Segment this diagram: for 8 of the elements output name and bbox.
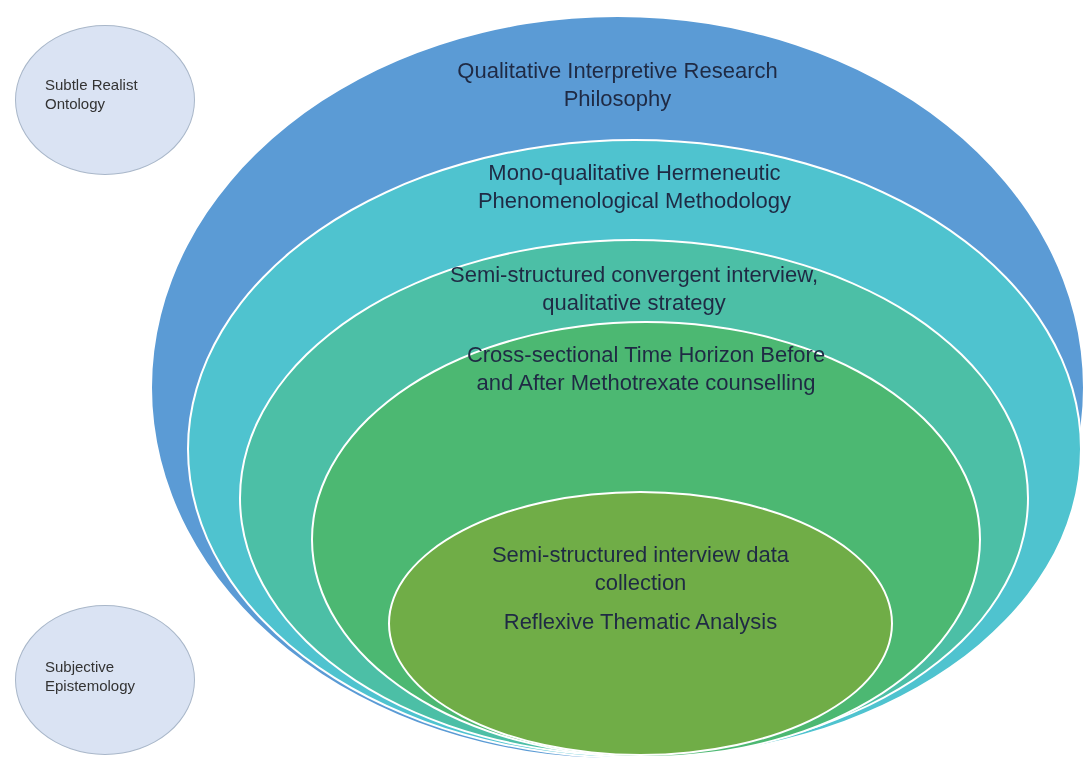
layer-title: Qualitative Interpretive Research Philosophy [456, 57, 779, 112]
layer-subtitle: Reflexive Thematic Analysis [502, 608, 779, 636]
layer-title: Semi-structured interview data collection [490, 541, 791, 596]
layer-title: Cross-sectional Time Horizon Before and After Methotrexate counselling [465, 341, 827, 396]
concept-label: Subtle Realist Ontology [45, 76, 139, 114]
layer-title: Semi-structured convergent interview, qualitative strategy [448, 261, 820, 316]
concept-label: Subjective Epistemology [45, 658, 137, 696]
layer-title: Mono-qualitative Hermeneutic Phenomenological Methodology [476, 159, 793, 214]
